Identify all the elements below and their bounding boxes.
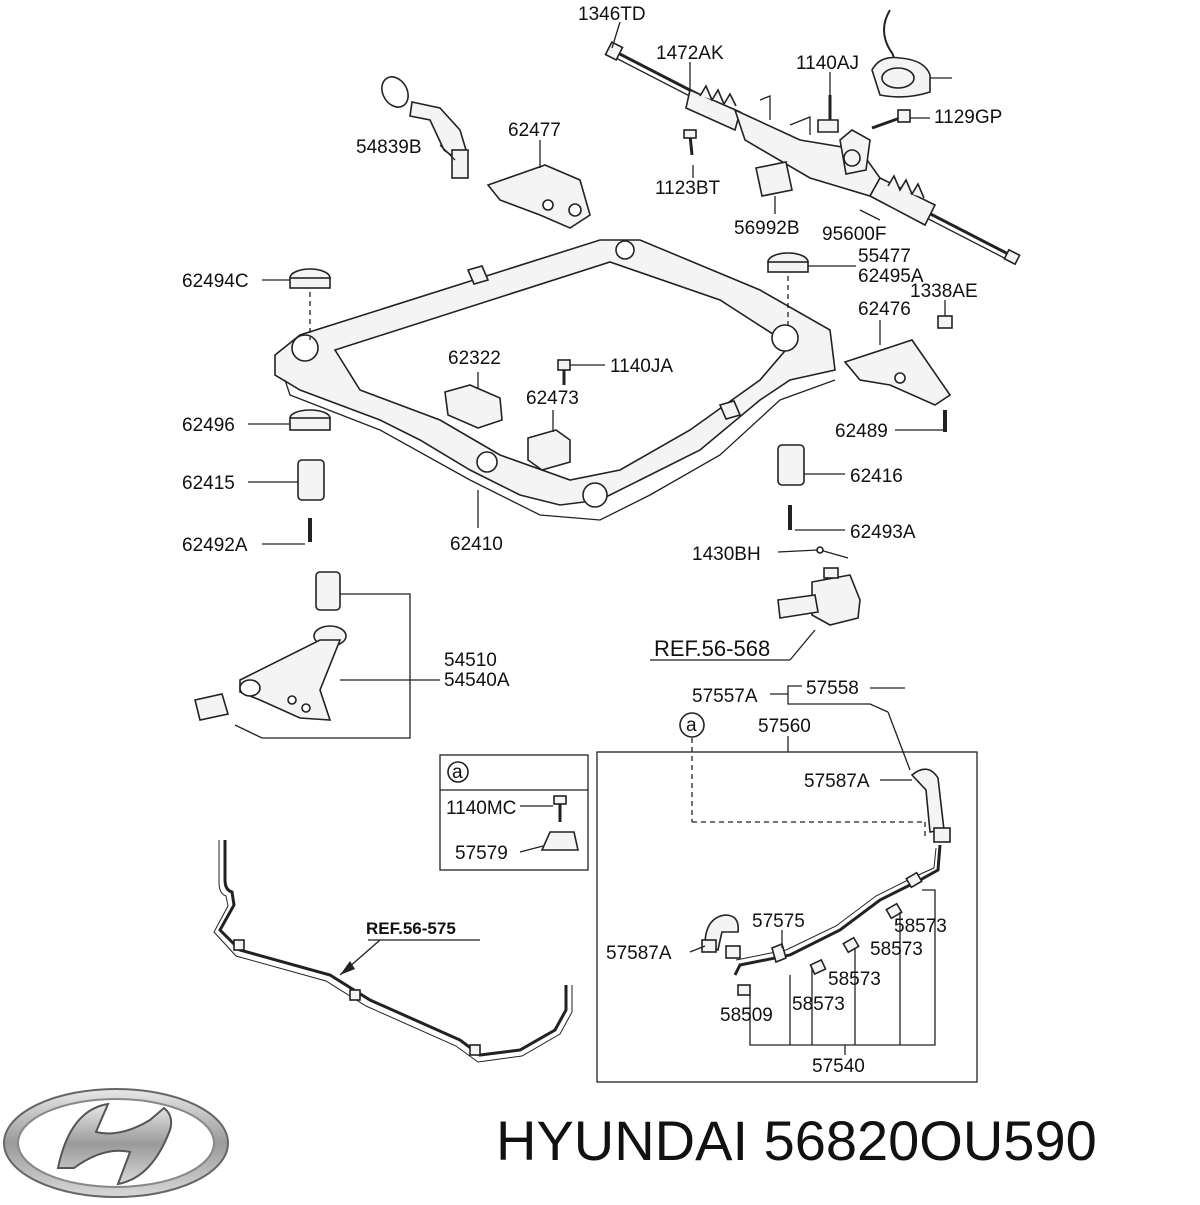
label-62473: 62473	[526, 388, 579, 409]
label-54540A: 54540A	[444, 670, 510, 691]
lower-control-arm	[194, 571, 347, 721]
label-57575: 57575	[752, 911, 805, 932]
label-57579: 57579	[455, 843, 508, 864]
label-62477: 62477	[508, 120, 561, 141]
label-62495A: 62495A	[858, 266, 924, 287]
bolt-1140MC	[553, 795, 567, 822]
label-1346TD: 1346TD	[578, 4, 646, 25]
label-1430BH: 1430BH	[692, 544, 761, 565]
hose-57587A-bottom	[701, 914, 741, 959]
bushing-62416	[777, 444, 805, 486]
label-58573-4: 58573	[792, 994, 845, 1015]
label-62476: 62476	[858, 299, 911, 320]
nut-1338AE	[937, 315, 953, 329]
label-95600F: 95600F	[822, 224, 886, 245]
bushing-62415	[297, 459, 325, 501]
label-62410: 62410	[450, 534, 503, 555]
label-62492A: 62492A	[182, 535, 248, 556]
label-58573-2: 58573	[870, 939, 923, 960]
mount-55477	[767, 252, 809, 273]
label-1140AJ: 1140AJ	[796, 53, 859, 74]
label-58573-3: 58573	[828, 969, 881, 990]
label-1140JA: 1140JA	[610, 356, 673, 377]
label-58573-1: 58573	[894, 916, 947, 937]
bracket-62473	[527, 429, 571, 471]
label-62415: 62415	[182, 473, 235, 494]
callout-a-box-text: a	[452, 762, 463, 783]
tie-rod-end	[777, 567, 861, 626]
label-62496: 62496	[182, 415, 235, 436]
label-62322: 62322	[448, 348, 501, 369]
steering-rack	[604, 40, 1021, 266]
label-62416: 62416	[850, 466, 903, 487]
clip-57579	[540, 831, 579, 851]
long-pipe-ref-56575	[213, 840, 573, 1063]
clips-58573	[809, 871, 923, 976]
label-1123BT: 1123BT	[655, 178, 721, 199]
bracket-62477	[486, 164, 591, 229]
label-62489: 62489	[835, 421, 888, 442]
fluid-line-box	[596, 751, 978, 1083]
label-62494C: 62494C	[182, 271, 249, 292]
callout-a-text: a	[686, 715, 697, 736]
label-57560: 57560	[758, 716, 811, 737]
hydraulic-pipe-assembly	[733, 844, 942, 976]
stabilizer-link	[381, 76, 469, 179]
label-57558: 57558	[806, 678, 859, 699]
label-57557A: 57557A	[692, 686, 758, 707]
cotter-pin-1430BH	[816, 546, 849, 559]
clip-58509	[737, 984, 751, 996]
label-1338AE: 1338AE	[910, 281, 978, 302]
label-56992B: 56992B	[734, 218, 800, 239]
label-1472AK: 1472AK	[656, 43, 724, 64]
brand-part-number: HYUNDAI 56820OU590	[496, 1109, 1097, 1172]
bolt-1129GP	[871, 109, 911, 130]
mount-62496	[289, 409, 331, 431]
label-1129GP: 1129GP	[934, 107, 1002, 128]
bracket-62322	[444, 384, 503, 429]
callout-a-circle	[679, 712, 705, 738]
bolt-1140AJ	[817, 95, 839, 133]
label-54510: 54510	[444, 650, 497, 671]
clip-57575	[771, 942, 787, 964]
label-58509: 58509	[720, 1005, 773, 1026]
ref-arrow-icon	[340, 961, 355, 975]
label-55477: 55477	[858, 246, 911, 267]
leader-lines	[234, 21, 952, 953]
hyundai-logo	[3, 1088, 229, 1198]
subframe-62410	[274, 239, 836, 521]
hose-57587A-top	[910, 768, 951, 843]
label-57587A-top: 57587A	[804, 771, 870, 792]
callout-a-box	[439, 754, 589, 871]
label-62493A: 62493A	[850, 522, 916, 543]
label-plate-56992B	[755, 161, 793, 197]
label-1140MC: 1140MC	[446, 798, 516, 819]
label-54839B: 54839B	[356, 137, 422, 158]
mount-62494C	[289, 268, 331, 289]
steering-column-mount	[871, 9, 931, 98]
part-labels: 1346TD 1472AK 1140AJ 1129GP 54839B 62477…	[182, 4, 1002, 1077]
label-57540: 57540	[812, 1056, 865, 1077]
label-57587A-bottom: 57587A	[606, 943, 672, 964]
ref-56-575: REF.56-575	[366, 919, 456, 938]
bolt-1123BT	[683, 129, 697, 156]
bracket-62476	[843, 339, 952, 406]
ref-56-568: REF.56-568	[654, 636, 770, 661]
callout-a-box-circle	[447, 761, 469, 783]
